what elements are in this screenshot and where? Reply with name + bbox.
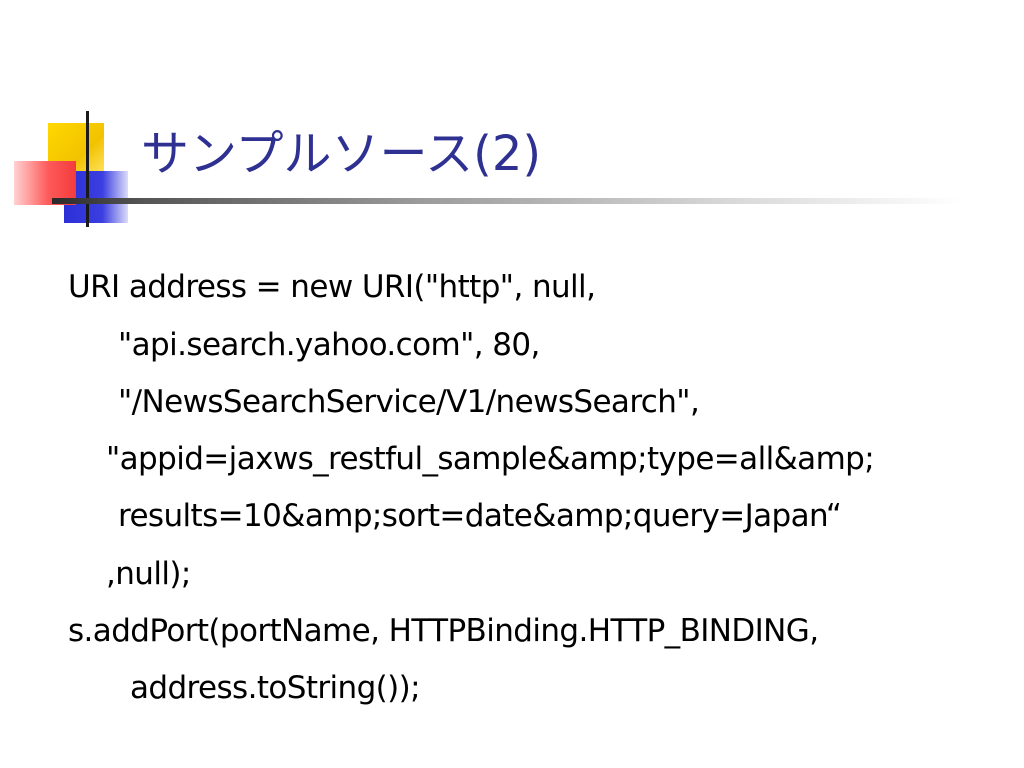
decorative-vertical-line: [86, 111, 89, 227]
code-line-3: "/NewsSearchService/V1/newsSearch",: [118, 384, 700, 420]
code-line-1: URI address = new URI("http", null,: [68, 269, 596, 305]
code-line-4: "appid=jaxws_restful_sample&amp;type=all…: [106, 441, 875, 477]
code-line-6: ,null);: [106, 556, 191, 592]
code-line-2: "api.search.yahoo.com", 80,: [118, 327, 540, 363]
decorative-red-square: [14, 161, 76, 205]
code-line-8: address.toString());: [130, 670, 421, 706]
code-line-7: s.addPort(portName, HTTPBinding.HTTP_BIN…: [68, 613, 819, 649]
slide-title: サンプルソース(2): [141, 126, 542, 182]
title-underline: [52, 198, 962, 204]
code-line-5: results=10&amp;sort=date&amp;query=Japan…: [118, 498, 842, 534]
